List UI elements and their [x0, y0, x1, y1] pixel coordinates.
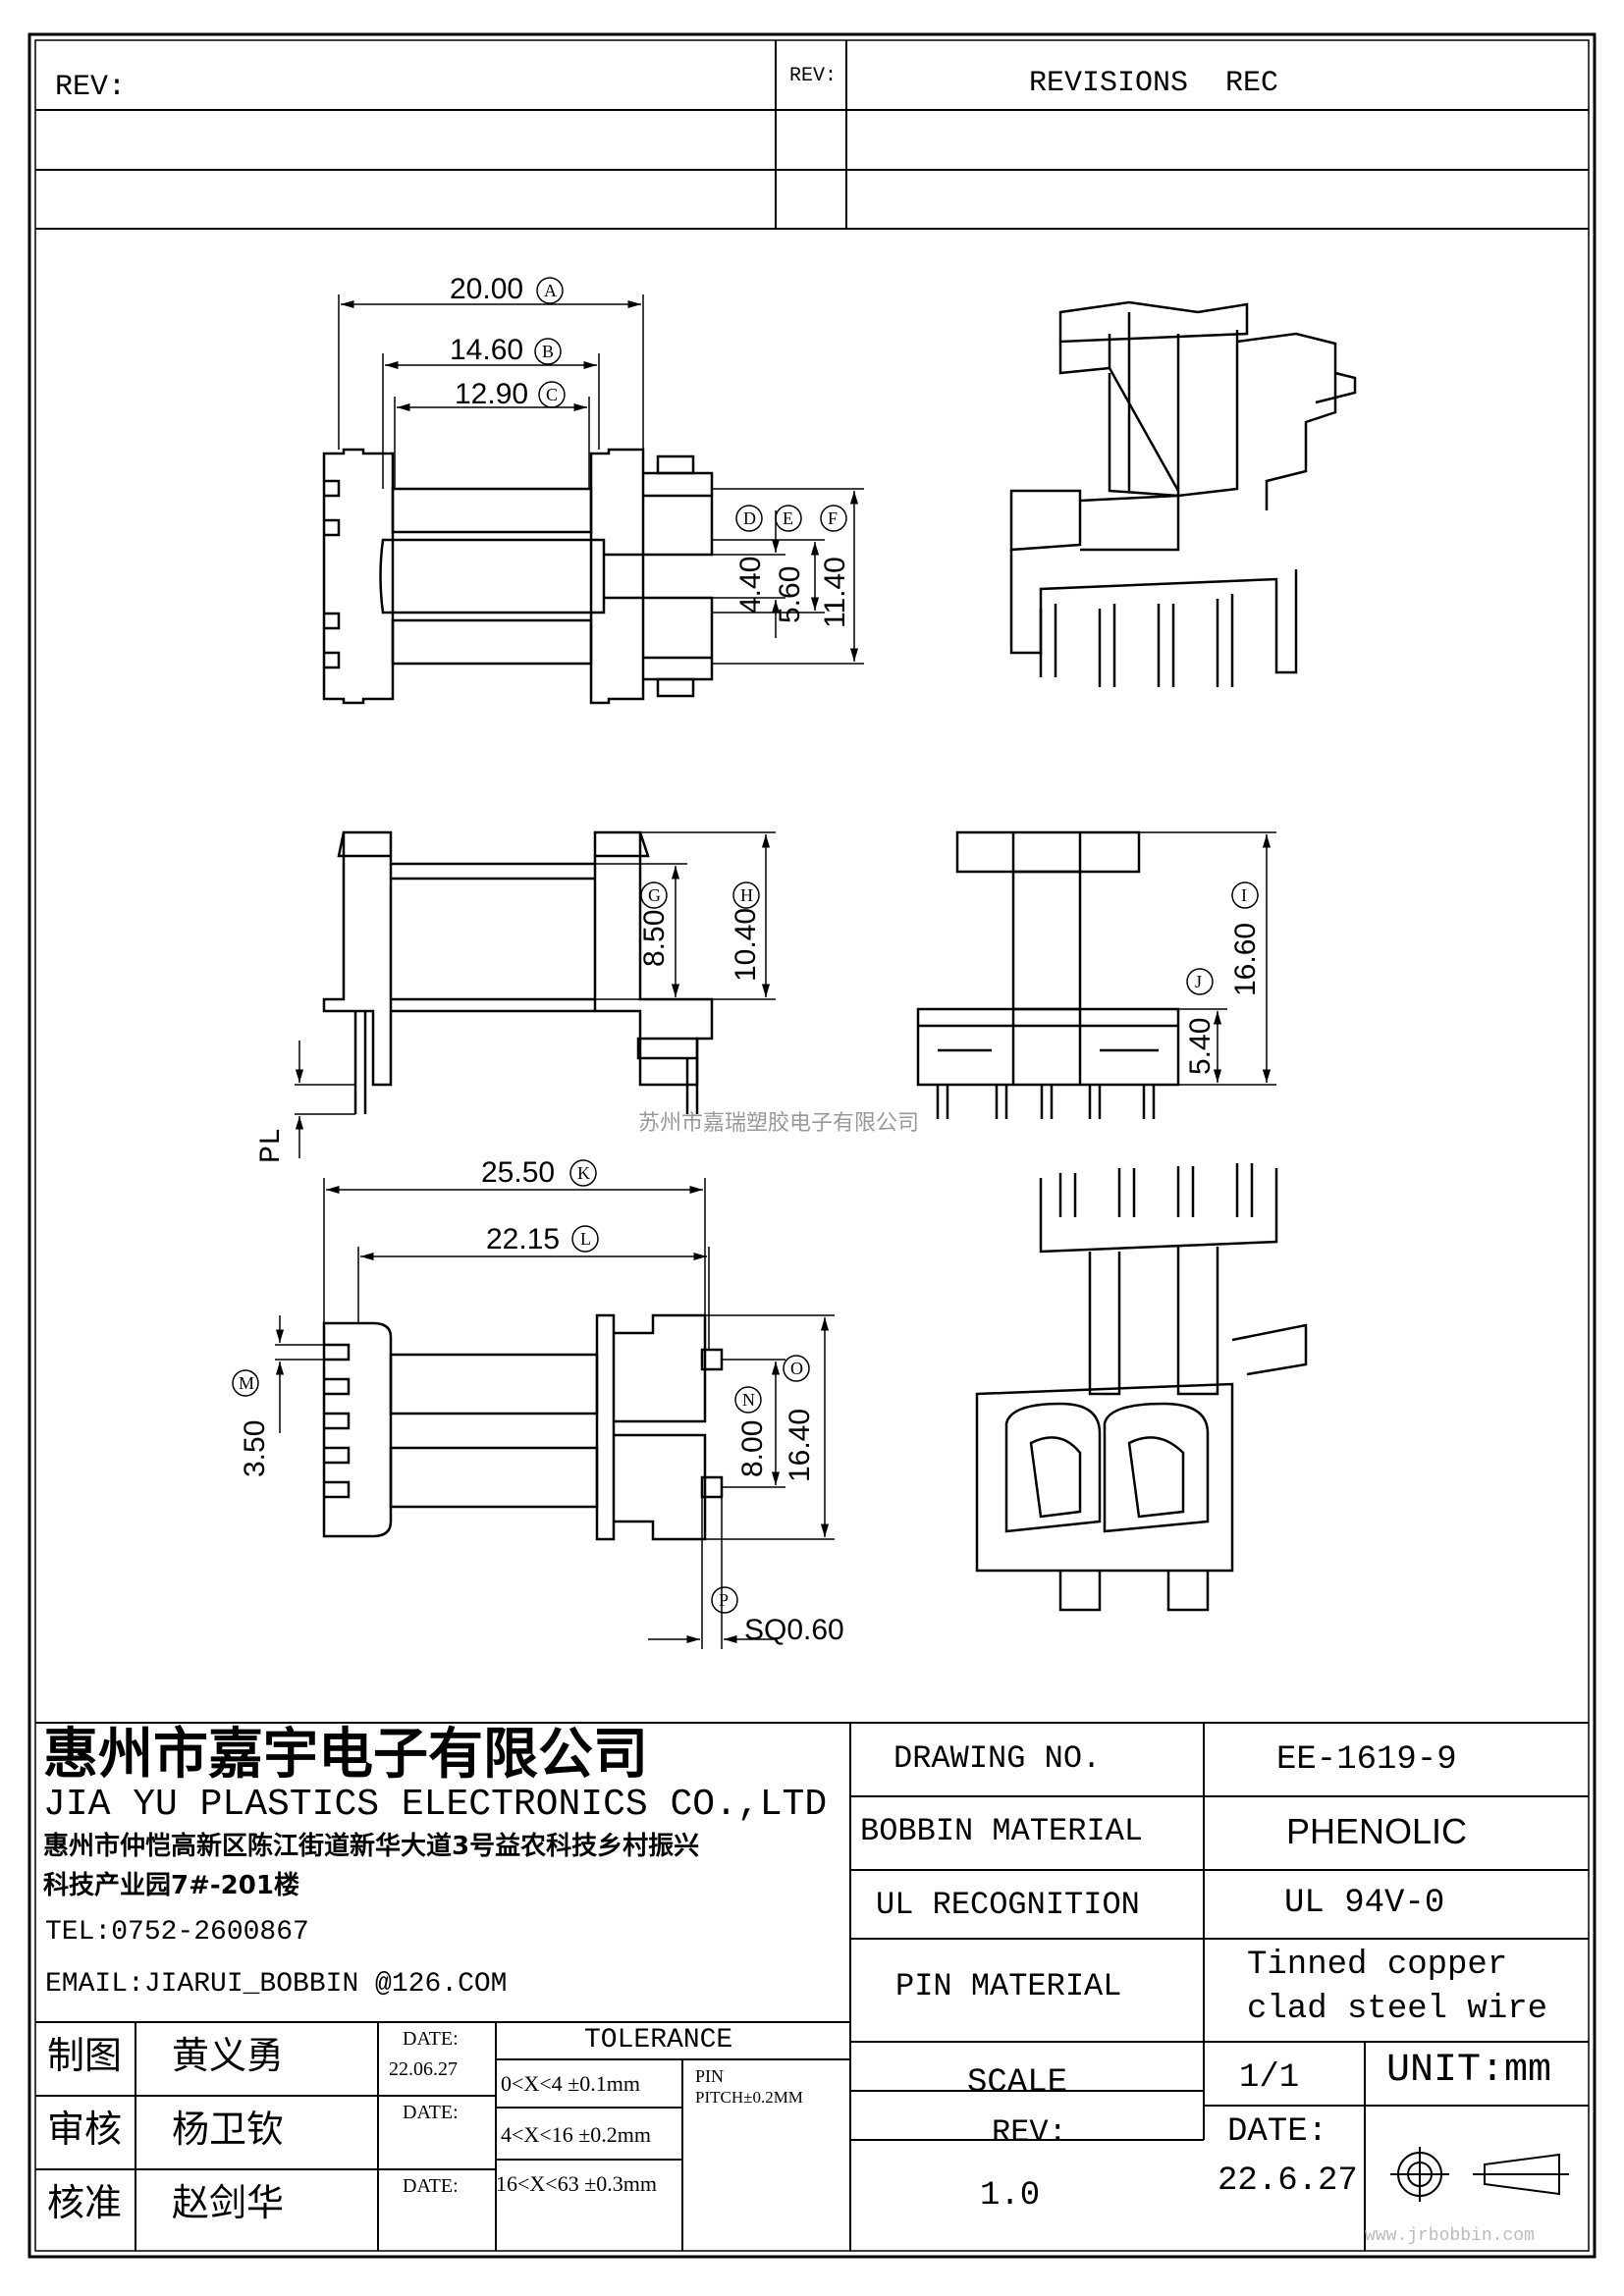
dim-f: 11.40 — [819, 557, 851, 628]
tolerance-row-1: 0<X<4 ±0.1mm — [501, 2071, 641, 2096]
tolerance-title: TOLERANCE — [584, 2025, 733, 2056]
callout-e: E — [783, 508, 793, 528]
dim-p: SQ0.60 — [744, 1614, 844, 1646]
approved-date-label: DATE: — [403, 2175, 459, 2197]
tolerance-row-3: 16<X<63 ±0.3mm — [496, 2171, 658, 2196]
approved-name: 赵剑华 — [172, 2181, 285, 2224]
rev-value: 1.0 — [980, 2177, 1041, 2215]
company-tel: TEL:0752-2600867 — [45, 1917, 309, 1948]
watermark-caption: 苏州市嘉瑞塑胶电子有限公司 — [638, 1111, 919, 1136]
pin-material-label: PIN MATERIAL — [895, 1968, 1122, 2004]
drawing-no-label: DRAWING NO. — [893, 1740, 1102, 1777]
sheet-border — [27, 32, 1597, 2259]
front-view-dims — [295, 831, 776, 1158]
top-view — [322, 448, 714, 705]
pin-material-line2: clad steel wire — [1247, 1991, 1548, 2028]
rev-value-label: REV: — [992, 2114, 1067, 2151]
drawn-date-label: DATE: — [403, 2028, 459, 2050]
checked-date-label: DATE: — [403, 2102, 459, 2123]
dim-m: 3.50 — [239, 1419, 271, 1477]
rev-label-small: REV: — [789, 65, 838, 87]
dim-pl: PL — [255, 1127, 289, 1163]
date-label: DATE: — [1227, 2113, 1328, 2151]
callout-h: H — [740, 885, 753, 905]
dim-i: 16.60 — [1229, 922, 1262, 996]
side-view-dims — [1139, 831, 1276, 1086]
callout-a: A — [544, 281, 557, 300]
drawing-no-value: EE-1619-9 — [1276, 1741, 1457, 1779]
checked-name: 杨卫钦 — [172, 2108, 285, 2151]
callout-c: C — [546, 385, 559, 404]
watermark-url: www.jrbobbin.com — [1365, 2226, 1535, 2246]
dim-b: 14.60 — [450, 334, 524, 366]
dim-e: 5.60 — [774, 565, 806, 623]
watermark: 苏州市嘉瑞塑胶电子有限公司 www.jrbobbin.com — [638, 1111, 1535, 2246]
top-view-dims — [338, 294, 864, 665]
dim-k: 25.50 — [481, 1156, 556, 1189]
isometric-view-bottom — [975, 1163, 1308, 1612]
pin-pitch-value: PITCH±0.2MM — [695, 2088, 803, 2107]
callout-m: M — [239, 1373, 255, 1393]
callout-p: P — [719, 1590, 730, 1610]
checked-label: 审核 — [47, 2108, 123, 2151]
bottom-view-dims — [275, 1178, 835, 1649]
drawn-label: 制图 — [47, 2034, 123, 2077]
callout-b: B — [542, 342, 555, 361]
front-view — [322, 830, 714, 1114]
company-address-line1: 惠州市仲恺高新区陈江街道新华大道3号益农科技乡村振兴 — [43, 1832, 700, 1861]
tolerance-row-2: 4<X<16 ±0.2mm — [501, 2122, 652, 2147]
bobbin-material-value: PHENOLIC — [1286, 1811, 1468, 1851]
pin-pitch-label: PIN — [695, 2066, 725, 2086]
scale-label: SCALE — [967, 2064, 1068, 2102]
ul-label: UL RECOGNITION — [876, 1887, 1140, 1923]
callout-f: F — [828, 508, 839, 528]
dim-d: 4.40 — [734, 556, 767, 614]
scale-value: 1/1 — [1239, 2059, 1300, 2097]
title-block-grid — [35, 1722, 1589, 2251]
isometric-view-top — [1009, 300, 1357, 687]
company-name-cn: 惠州市嘉宇电子有限公司 — [43, 1723, 648, 1787]
dim-g: 8.50 — [638, 909, 671, 967]
pin-material-line1: Tinned copper — [1247, 1947, 1508, 1984]
dim-n: 8.00 — [736, 1419, 769, 1477]
date-value: 22.6.27 — [1218, 2163, 1358, 2200]
side-view — [916, 830, 1180, 1119]
unit-label: UNIT:mm — [1386, 2049, 1552, 2093]
callout-g: G — [648, 885, 661, 905]
revisions-label: REVISIONS — [1029, 67, 1189, 100]
rev-label: REV: — [55, 71, 127, 104]
callout-d: D — [743, 508, 756, 528]
dim-l: 22.15 — [486, 1223, 561, 1255]
company-email: EMAIL:JIARUI_BOBBIN @126.COM — [45, 1969, 508, 2000]
callout-circles — [232, 277, 1259, 1614]
callout-k: K — [577, 1163, 590, 1183]
approved-label: 核准 — [47, 2181, 123, 2224]
callout-l: L — [580, 1229, 591, 1249]
dim-h: 10.40 — [730, 907, 762, 982]
company-address-line2: 科技产业园7#-201楼 — [43, 1871, 299, 1900]
rec-label: REC — [1225, 67, 1279, 100]
dim-j: 5.40 — [1184, 1017, 1217, 1075]
projection-symbol-icon — [1390, 2147, 1569, 2202]
dim-o: 16.40 — [784, 1408, 816, 1482]
drawn-name: 黄义勇 — [172, 2034, 285, 2077]
dim-c: 12.90 — [455, 378, 529, 410]
revision-table-grid — [35, 40, 1589, 230]
dim-a: 20.00 — [450, 273, 524, 305]
company-name-en: JIA YU PLASTICS ELECTRONICS CO.,LTD — [43, 1784, 828, 1826]
callout-o: O — [790, 1359, 803, 1378]
bottom-view — [322, 1313, 724, 1541]
callout-j: J — [1195, 972, 1203, 991]
ul-value: UL 94V-0 — [1284, 1885, 1445, 1922]
drawn-date: 22.06.27 — [389, 2058, 458, 2080]
callout-n: N — [742, 1390, 755, 1410]
bobbin-material-label: BOBBIN MATERIAL — [860, 1813, 1144, 1849]
callout-i: I — [1241, 885, 1247, 905]
